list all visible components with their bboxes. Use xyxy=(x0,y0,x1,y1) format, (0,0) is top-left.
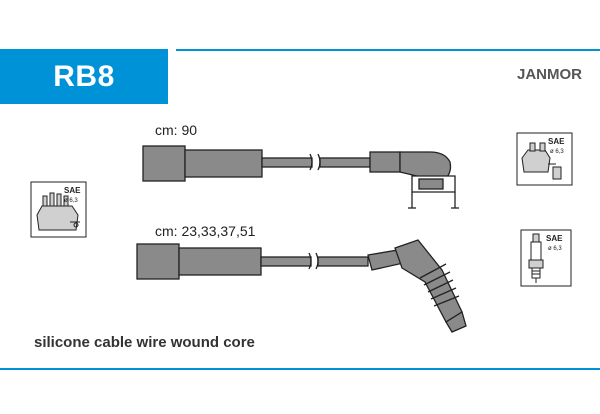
brand-name: JANMOR xyxy=(516,66,582,83)
cable-wire-2a xyxy=(260,256,312,267)
cable-length-label-1: cm: 90 xyxy=(155,122,198,138)
header-rule xyxy=(176,49,600,51)
ignition-cable-1 xyxy=(142,145,459,209)
product-code-badge: RB8 xyxy=(0,49,168,104)
diameter-label-1: ø 6,3 xyxy=(64,198,78,204)
distributor-boot-2 xyxy=(136,243,180,280)
boot-sleeve-2 xyxy=(178,247,262,276)
sae-label-3: SAE xyxy=(546,234,563,243)
footer-rule xyxy=(0,368,600,370)
cable-wire-2b xyxy=(317,256,369,267)
cable-wire-1b xyxy=(319,157,371,168)
spark-plug-icon xyxy=(520,229,572,287)
product-description: silicone cable wire wound core xyxy=(34,334,255,351)
product-code: RB8 xyxy=(53,59,115,93)
cable-length-label-2: cm: 23,33,37,51 xyxy=(155,223,256,239)
cable-break-marks-2 xyxy=(308,252,319,270)
sae-label-1: SAE xyxy=(64,186,81,195)
distributor-cap-icon xyxy=(30,181,87,238)
diameter-label-2: ø 6,3 xyxy=(550,149,564,155)
cable-wire-1a xyxy=(261,157,313,168)
boot-sleeve-1 xyxy=(184,149,263,178)
ignition-coil-icon xyxy=(516,132,573,186)
cable-ferrule-1 xyxy=(369,151,401,173)
diameter-label-3: ø 6,3 xyxy=(548,246,562,252)
distributor-boot-1 xyxy=(142,145,186,182)
sae-label-2: SAE xyxy=(548,137,565,146)
cable-break-marks-1 xyxy=(309,153,321,171)
angled-plug-boot-1 xyxy=(399,151,452,179)
ignition-cable-2 xyxy=(136,239,467,333)
